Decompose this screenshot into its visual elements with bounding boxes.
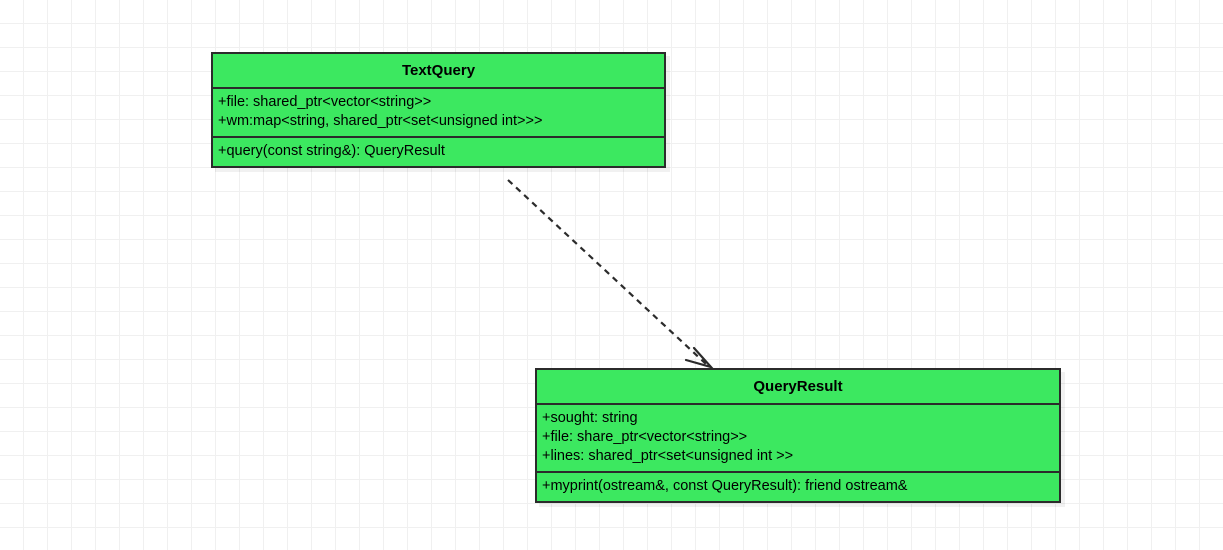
uml-class-textquery[interactable]: TextQuery +file: shared_ptr<vector<strin… bbox=[211, 52, 666, 168]
attribute-row: +file: shared_ptr<vector<string>> bbox=[218, 94, 432, 110]
operations-compartment-queryresult: +myprint(ostream&, const QueryResult): f… bbox=[537, 473, 1059, 501]
operation-row: +myprint(ostream&, const QueryResult): f… bbox=[542, 478, 908, 494]
attribute-row: +sought: string bbox=[542, 410, 638, 426]
operations-compartment-textquery: +query(const string&): QueryResult bbox=[213, 138, 664, 166]
class-title-queryresult: QueryResult bbox=[537, 370, 1059, 405]
class-title-textquery: TextQuery bbox=[213, 54, 664, 89]
attribute-row: +file: share_ptr<vector<string>> bbox=[542, 429, 748, 445]
uml-class-queryresult[interactable]: QueryResult +sought: string +file: share… bbox=[535, 368, 1061, 503]
attributes-compartment-textquery: +file: shared_ptr<vector<string>> +wm:ma… bbox=[213, 89, 664, 138]
attribute-row: +lines: shared_ptr<set<unsigned int >> bbox=[542, 448, 794, 464]
attribute-row: +wm:map<string, shared_ptr<set<unsigned … bbox=[218, 113, 543, 129]
attributes-compartment-queryresult: +sought: string +file: share_ptr<vector<… bbox=[537, 405, 1059, 473]
operation-row: +query(const string&): QueryResult bbox=[218, 143, 445, 159]
